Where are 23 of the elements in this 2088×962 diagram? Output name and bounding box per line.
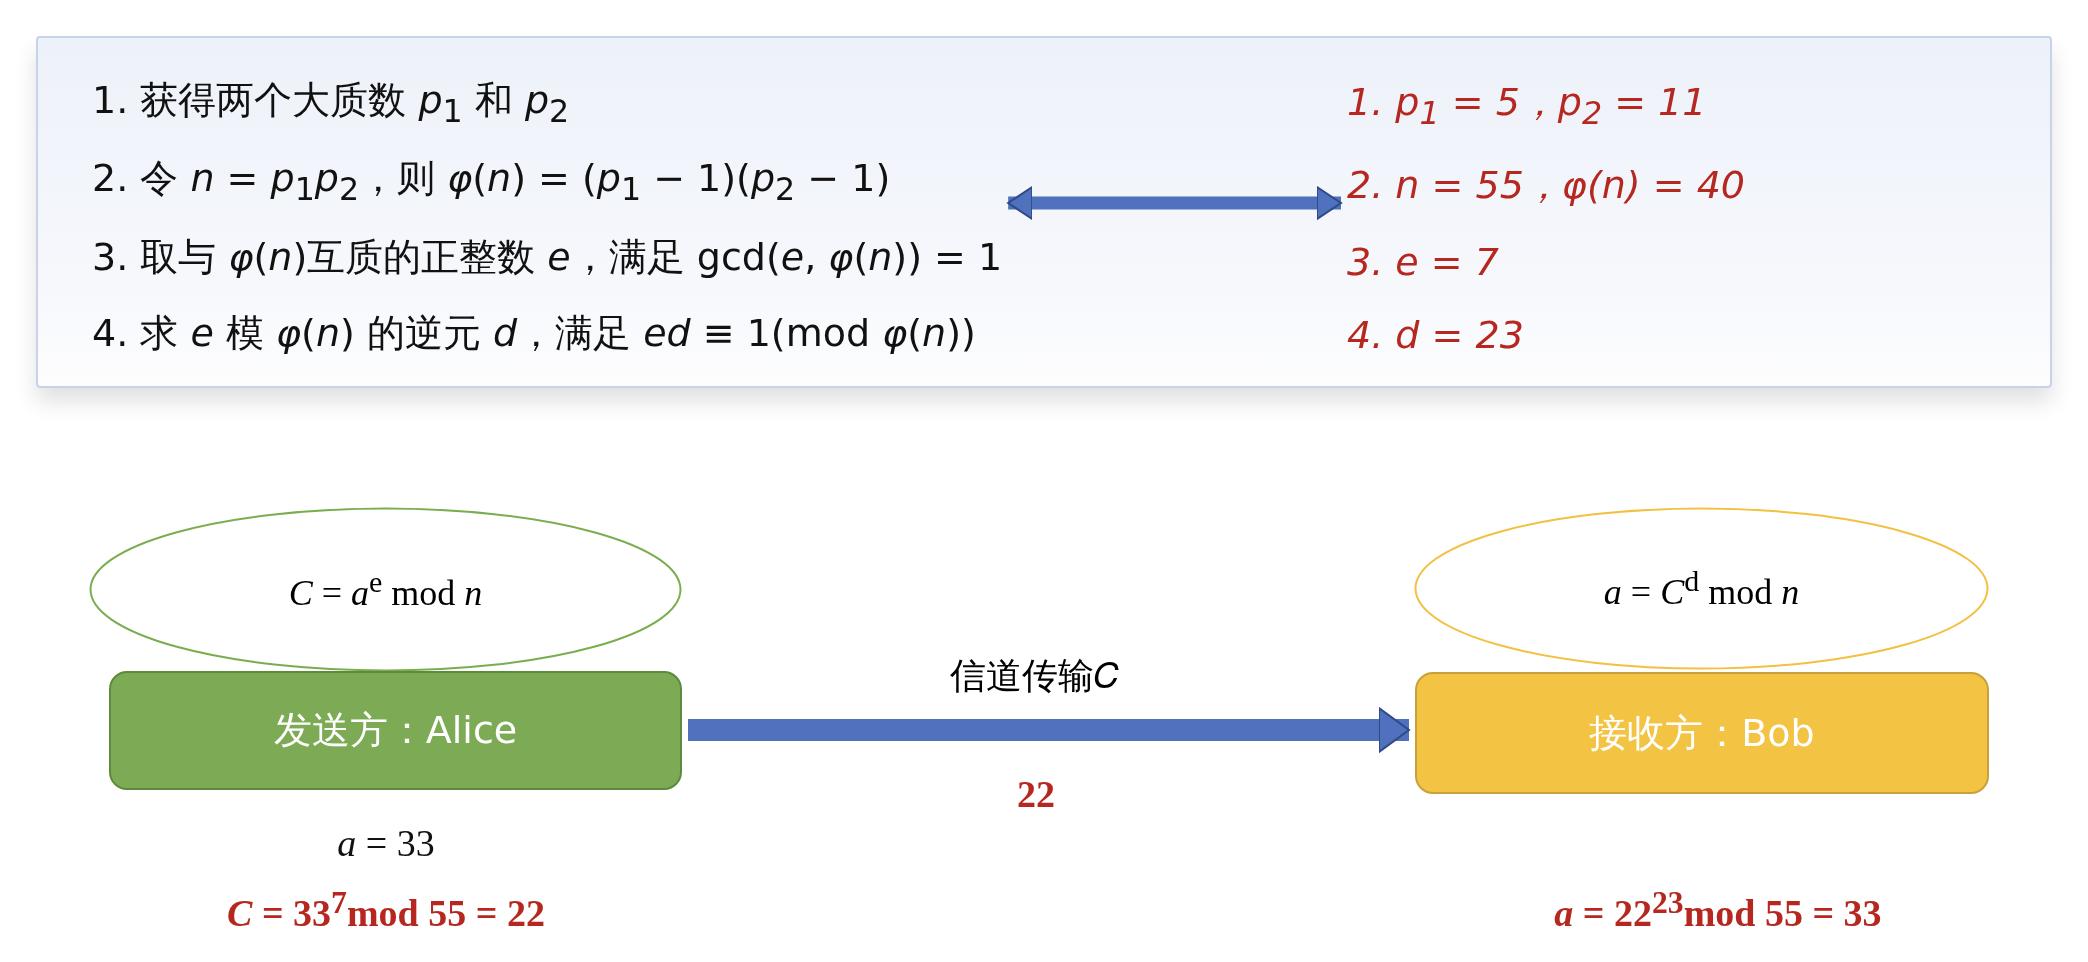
step-text: 3. 取与 φ(n)互质的正整数 e，满足 gcd(e, φ(n)) = 1 <box>92 234 1003 282</box>
box-label: 接收方：Bob <box>1589 709 1815 757</box>
sender-box <box>109 671 682 790</box>
example-text: 1. p$_{1}$ = 5，p$_{2}$ = 11 <box>1347 78 1707 131</box>
example-text: 3. e = 7 <box>1347 239 1499 284</box>
box-label: 发送方：Alice <box>273 707 518 754</box>
formula-text: a = C$^{d}$ mod n <box>1603 564 1800 613</box>
step-text: 2. 令 n = p$_{1}$p$_{2}$，则 φ(n) = (p$_{1}$ − 1)(p$_{2}$ − 1) <box>92 155 891 207</box>
formula-text: a = 22$^{23}$mod 55 = 33 <box>1554 884 1882 936</box>
panel-background <box>36 36 2052 388</box>
formula-text: a = 33 <box>337 821 435 865</box>
formula-ellipse <box>89 507 682 672</box>
formula-text: C = a$^{e}$ mod n <box>288 565 483 614</box>
formula-ellipse <box>1414 507 1989 670</box>
step-text: 4. 求 e 模 φ(n) 的逆元 d，满足 ed ≡ 1(mod φ(n)) <box>92 310 976 358</box>
block-arrow <box>1007 186 1342 220</box>
step-text: 1. 获得两个大质数 p$_{1}$ 和 p$_{2}$ <box>92 76 570 129</box>
example-text: 4. d = 23 <box>1347 313 1524 358</box>
value-label: 22 <box>1017 772 1055 816</box>
example-text: 2. n = 55，φ(n) = 40 <box>1347 161 1745 209</box>
block-arrow <box>688 707 1410 753</box>
receiver-box <box>1415 672 1989 794</box>
formula-text: C = 33$^{7}$mod 55 = 22 <box>227 884 545 936</box>
